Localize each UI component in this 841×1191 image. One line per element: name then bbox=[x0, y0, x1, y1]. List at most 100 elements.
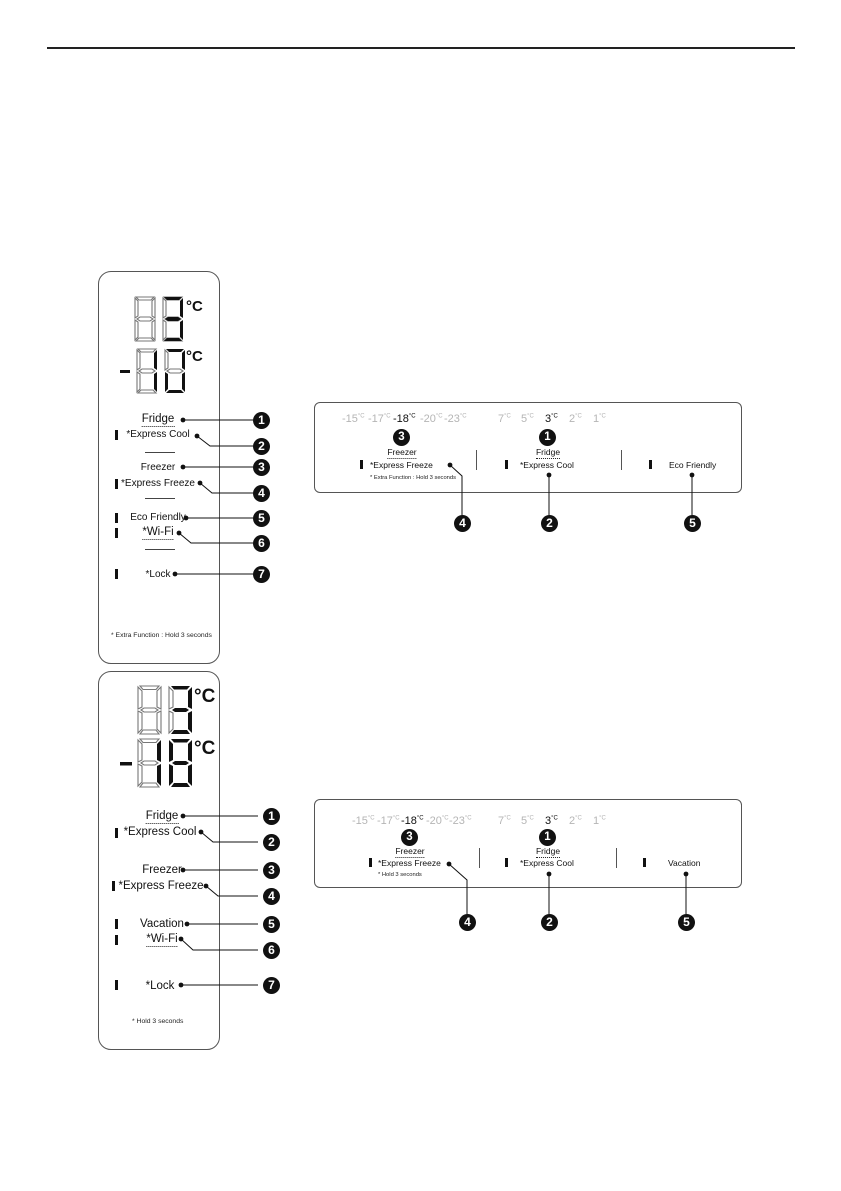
vacation-label[interactable]: Vacation bbox=[140, 918, 184, 930]
eco-friendly-indicator bbox=[649, 460, 652, 469]
fridge-temp-selected: 3°C bbox=[545, 413, 558, 425]
freezer-label[interactable]: Freezer bbox=[395, 846, 425, 858]
callout-1-badge: 1 bbox=[539, 829, 556, 846]
freezer-unit-label: °C bbox=[186, 348, 203, 365]
freezer-label[interactable]: Freezer bbox=[387, 447, 417, 459]
divider bbox=[616, 848, 617, 868]
fridge-label[interactable]: Fridge bbox=[141, 413, 175, 427]
fridge-label[interactable]: Fridge bbox=[145, 810, 179, 824]
hold-note: * Hold 3 seconds bbox=[378, 872, 422, 878]
callout-5-badge: 5 bbox=[263, 916, 280, 933]
hold-note: * Extra Function : Hold 3 seconds bbox=[370, 475, 457, 481]
callout-5-badge: 5 bbox=[684, 515, 701, 532]
freezer-temp-display bbox=[120, 738, 192, 788]
fridge-temp-display bbox=[137, 685, 192, 735]
horizontal-control-panel-1 bbox=[314, 402, 742, 493]
lock-indicator bbox=[115, 980, 118, 990]
freezer-temp-selected: -18°C bbox=[401, 815, 424, 827]
express-cool-indicator bbox=[115, 828, 118, 838]
express-freeze-indicator bbox=[115, 479, 118, 489]
callout-4-badge: 4 bbox=[459, 914, 476, 931]
fridge-unit-label: °C bbox=[194, 686, 216, 707]
wifi-label[interactable]: *Wi-Fi bbox=[146, 933, 178, 947]
callout-2-badge: 2 bbox=[253, 438, 270, 455]
fridge-unit-label: °C bbox=[186, 298, 203, 315]
fridge-temp-option: 7°C bbox=[498, 815, 511, 827]
express-freeze-indicator bbox=[112, 881, 115, 891]
express-cool-label[interactable]: *Express Cool bbox=[520, 460, 574, 470]
freezer-temp-option: -17°C bbox=[368, 413, 391, 425]
freezer-temp-display bbox=[120, 348, 185, 394]
callout-4-badge: 4 bbox=[263, 888, 280, 905]
express-freeze-label[interactable]: *Express Freeze bbox=[121, 478, 195, 489]
callout-3-badge: 3 bbox=[263, 862, 280, 879]
vacation-indicator bbox=[643, 858, 646, 867]
express-cool-label[interactable]: *Express Cool bbox=[123, 826, 197, 838]
callout-1-badge: 1 bbox=[539, 429, 556, 446]
express-freeze-label[interactable]: *Express Freeze bbox=[378, 858, 441, 868]
divider bbox=[145, 498, 175, 499]
fridge-temp-selected: 3°C bbox=[545, 815, 558, 827]
freezer-temp-option: -23°C bbox=[449, 815, 472, 827]
horizontal-control-panel-2 bbox=[314, 799, 742, 888]
freezer-temp-option: -15°C bbox=[352, 815, 375, 827]
callout-6-badge: 6 bbox=[263, 942, 280, 959]
callout-4-badge: 4 bbox=[253, 485, 270, 502]
divider bbox=[145, 549, 175, 550]
divider bbox=[479, 848, 480, 868]
header-rule bbox=[47, 47, 795, 49]
express-freeze-indicator bbox=[360, 460, 363, 469]
vacation-indicator bbox=[115, 919, 118, 929]
divider bbox=[145, 452, 175, 453]
fridge-temp-option: 2°C bbox=[569, 815, 582, 827]
express-freeze-label[interactable]: *Express Freeze bbox=[118, 880, 204, 892]
express-cool-label[interactable]: *Express Cool bbox=[520, 858, 574, 868]
freezer-temp-option: -20°C bbox=[420, 413, 443, 425]
callout-5-badge: 5 bbox=[253, 510, 270, 527]
eco-friendly-label[interactable]: Eco Friendly bbox=[130, 512, 186, 523]
fridge-temp-option: 5°C bbox=[521, 815, 534, 827]
fridge-label[interactable]: Fridge bbox=[535, 447, 561, 459]
wifi-indicator bbox=[115, 528, 118, 538]
express-freeze-label[interactable]: *Express Freeze bbox=[370, 460, 433, 470]
fridge-temp-option: 1°C bbox=[593, 413, 606, 425]
freezer-label[interactable]: Freezer bbox=[140, 462, 176, 473]
callout-1-badge: 1 bbox=[263, 808, 280, 825]
freezer-temp-option: -20°C bbox=[426, 815, 449, 827]
callout-3-badge: 3 bbox=[393, 429, 410, 446]
express-cool-indicator bbox=[115, 430, 118, 440]
express-freeze-indicator bbox=[369, 858, 372, 867]
callout-1-badge: 1 bbox=[253, 412, 270, 429]
hold-note: * Extra Function : Hold 3 seconds bbox=[111, 632, 212, 639]
fridge-temp-option: 2°C bbox=[569, 413, 582, 425]
callout-3-badge: 3 bbox=[401, 829, 418, 846]
lock-label[interactable]: *Lock bbox=[145, 569, 171, 580]
hold-note: * Hold 3 seconds bbox=[132, 1018, 184, 1025]
callout-7-badge: 7 bbox=[263, 977, 280, 994]
express-cool-indicator bbox=[505, 460, 508, 469]
express-cool-indicator bbox=[505, 858, 508, 867]
vertical-control-panel-1 bbox=[98, 271, 220, 664]
freezer-temp-selected: -18°C bbox=[393, 413, 416, 425]
callout-2-badge: 2 bbox=[541, 515, 558, 532]
freezer-temp-option: -23°C bbox=[444, 413, 467, 425]
fridge-temp-display bbox=[134, 296, 184, 342]
callout-5-badge: 5 bbox=[678, 914, 695, 931]
lock-indicator bbox=[115, 569, 118, 579]
fridge-temp-option: 7°C bbox=[498, 413, 511, 425]
vacation-label[interactable]: Vacation bbox=[668, 858, 701, 868]
callout-7-badge: 7 bbox=[253, 566, 270, 583]
fridge-label[interactable]: Fridge bbox=[535, 846, 561, 858]
callout-2-badge: 2 bbox=[263, 834, 280, 851]
divider bbox=[621, 450, 622, 470]
callout-6-badge: 6 bbox=[253, 535, 270, 552]
express-cool-label[interactable]: *Express Cool bbox=[126, 429, 190, 440]
freezer-label[interactable]: Freezer bbox=[142, 864, 182, 876]
eco-friendly-label[interactable]: Eco Friendly bbox=[669, 460, 717, 470]
wifi-label[interactable]: *Wi-Fi bbox=[142, 526, 174, 540]
freezer-unit-label: °C bbox=[194, 738, 216, 759]
callout-2-badge: 2 bbox=[541, 914, 558, 931]
lock-label[interactable]: *Lock bbox=[145, 980, 175, 992]
freezer-temp-option: -15°C bbox=[342, 413, 365, 425]
